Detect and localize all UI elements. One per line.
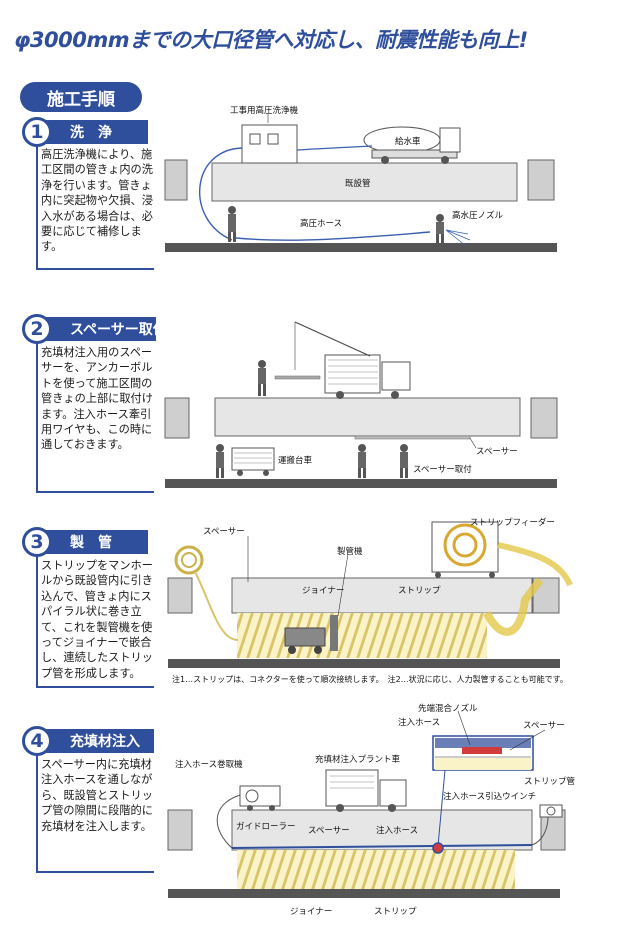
label-pipe: 既設管 <box>345 178 371 189</box>
label-winch: 注入ホース引込ウインチ <box>443 791 536 802</box>
label-plant: 充填材注入プラント車 <box>315 754 401 765</box>
worker-2d <box>400 444 408 478</box>
diagram3: スペーサー ストリップフィーダー 製管機 ジョイナー ストリップ 注1…ストリッ… <box>167 517 573 684</box>
label-hose: 高圧ホース <box>300 218 342 229</box>
worker-1a <box>228 206 236 242</box>
strip-feeder <box>431 521 499 578</box>
label-joiner-4: ジョイナー <box>290 907 332 917</box>
label-hose-top: 注入ホース <box>398 717 440 728</box>
label-spacer-3: スペーサー <box>203 527 245 537</box>
step4-number: 4 <box>22 726 52 756</box>
hose-reel <box>239 785 281 811</box>
label-strip-3: ストリップ <box>398 586 441 596</box>
plant-truck <box>325 769 407 812</box>
label-spacer-4: スペーサー <box>308 826 350 836</box>
label-feeder: ストリップフィーダー <box>470 517 555 528</box>
detail-inset <box>432 735 534 854</box>
ground-1 <box>165 243 557 252</box>
existing-pipe-1 <box>211 162 518 202</box>
spacer-bar <box>354 435 471 440</box>
step4-text: スペーサー内に充填材注入ホースを通しながら、既設管とストリップ管の隙間に段階的に… <box>41 758 153 833</box>
step1-title: 洗 浄 <box>36 120 148 144</box>
label-reel: 注入ホース巻取機 <box>175 759 243 770</box>
step4-title: 充填材注入 <box>36 729 154 753</box>
step2-title: スペーサー取付 <box>36 317 167 341</box>
diagram3-note: 注1…ストリップは、コネクターを使って順次接続します。 注2…状況に応じ、人力製… <box>172 674 568 684</box>
step3-text: ストリップをマンホールから既設管内に引き込んで、管きょ内にスパイラル状に巻き立て… <box>41 559 153 680</box>
existing-pipe-4 <box>231 809 533 851</box>
step4-frame <box>36 737 154 873</box>
diagram4: 先端混合ノズル 注入ホース スペーサー ストリップ管 注入ホース巻取機 充填材注… <box>167 703 575 917</box>
step3-frame <box>36 538 154 688</box>
nozzle-red <box>462 747 502 754</box>
label-tank: 給水車 <box>395 136 421 147</box>
injection-hose-line <box>231 844 533 849</box>
water-truck <box>363 126 461 164</box>
label-nozzle-4: 先端混合ノズル <box>418 703 478 714</box>
step2-frame <box>36 325 154 493</box>
diagram1: 工事用高圧洗浄機 給水車 既設管 高圧ホース 高水圧ノズル <box>164 105 557 252</box>
step3-title: 製 管 <box>36 530 148 554</box>
label-nozzle: 高水圧ノズル <box>452 210 504 221</box>
high-pressure-hose <box>235 231 431 241</box>
step1-frame <box>36 128 154 270</box>
winch <box>539 804 563 818</box>
label-hose-4: 注入ホース <box>376 825 418 836</box>
headline: φ3000mmまでの大口径管へ対応し、耐震性能も向上! <box>14 28 528 52</box>
label-install: スペーサー取付 <box>413 464 472 475</box>
step2-text: 充填材注入用のスペーサーを、アンカーボルトを使って施工区間の管きょの上部に取付け… <box>41 346 153 452</box>
cart <box>231 447 275 476</box>
section-title: 施工手順 <box>20 82 142 112</box>
pipe-machine <box>284 615 338 654</box>
diagram2: 運搬台車 スペーサー スペーサー取付 <box>164 321 558 488</box>
label-washer: 工事用高圧洗浄機 <box>230 105 299 116</box>
label-strip-pipe: ストリップ管 <box>524 776 575 787</box>
label-strip-4: ストリップ <box>374 907 417 917</box>
label-guide: ガイドローラー <box>236 821 296 832</box>
label-joiner-3: ジョイナー <box>302 586 344 596</box>
existing-pipe-2 <box>214 397 521 437</box>
label-cart: 運搬台車 <box>278 455 313 466</box>
worker-1b <box>436 214 444 243</box>
existing-pipe-3 <box>231 577 533 614</box>
worker-2c <box>358 444 366 478</box>
label-spacer-2: スペーサー <box>476 447 518 457</box>
truck-2 <box>294 321 411 399</box>
step2-number: 2 <box>22 314 52 344</box>
strip-pipe-3 <box>237 613 487 658</box>
label-machine: 製管機 <box>337 546 363 557</box>
ground-3 <box>168 659 560 668</box>
step3-number: 3 <box>22 527 52 557</box>
label-spacer-top: スペーサー <box>523 721 565 731</box>
ground-2 <box>165 479 557 488</box>
ground-4 <box>168 889 560 898</box>
strip-pipe-4 <box>237 850 515 890</box>
step1-number: 1 <box>22 117 52 147</box>
step1-text: 高圧洗浄機により、施工区間の管きょ内の洗浄を行います。管きょ内に突起物や欠損、浸… <box>41 148 153 254</box>
worker-2b <box>216 444 224 478</box>
worker-2a <box>258 360 266 396</box>
